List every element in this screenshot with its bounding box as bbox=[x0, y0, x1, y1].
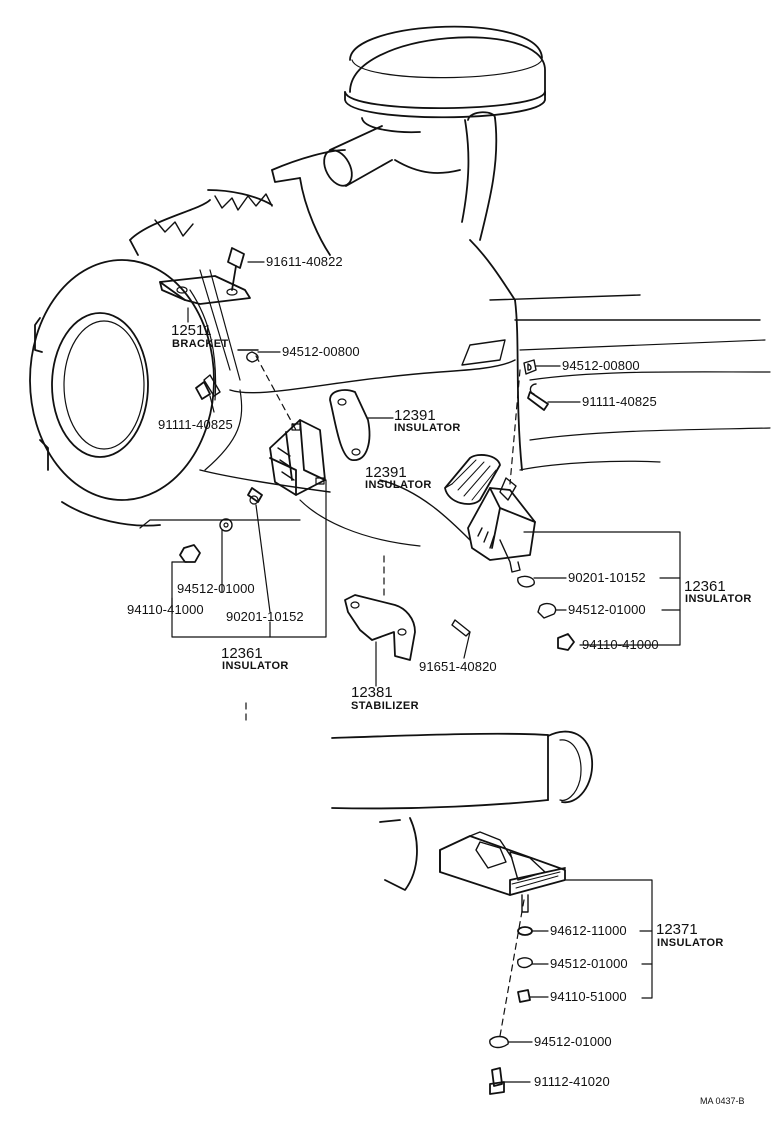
part-number-12361-right: 12361 bbox=[684, 578, 726, 595]
part-name-insulator-12391-lower: INSULATOR bbox=[365, 479, 432, 491]
leader-lines bbox=[171, 261, 681, 1083]
part-name-insulator-12391-upper: INSULATOR bbox=[394, 422, 461, 434]
transmission bbox=[331, 730, 593, 891]
part-name-insulator-12361-left: INSULATOR bbox=[222, 660, 289, 672]
part-number-12371: 12371 bbox=[656, 921, 698, 938]
insulator-12371-rear bbox=[439, 831, 566, 1095]
part-number-91112-41020: 91112-41020 bbox=[534, 1074, 610, 1089]
stabilizer-12381 bbox=[344, 594, 471, 661]
dashed-alignment-lines bbox=[245, 355, 525, 1037]
part-number-94110-51000: 94110-51000 bbox=[550, 989, 627, 1004]
insulator-12361-right bbox=[467, 359, 575, 651]
insulator-12391-upper bbox=[329, 389, 371, 461]
part-number-90201-10152-right: 90201-10152 bbox=[568, 570, 646, 585]
part-name-stabilizer: STABILIZER bbox=[351, 700, 419, 712]
part-number-94512-01000-rear: 94512-01000 bbox=[550, 956, 628, 971]
part-number-94110-41000-left: 94110-41000 bbox=[127, 602, 204, 617]
part-number-94110-41000-right: 94110-41000 bbox=[582, 637, 659, 652]
bolt-91111-40825-left bbox=[195, 349, 259, 400]
part-name-insulator-12361-right: INSULATOR bbox=[685, 593, 752, 605]
part-number-12391-lower: 12391 bbox=[365, 464, 407, 481]
part-number-94512-01000-bottom: 94512-01000 bbox=[534, 1034, 612, 1049]
part-name-insulator-12371: INSULATOR bbox=[657, 937, 724, 949]
drawing-code: MA 0437-B bbox=[700, 1096, 745, 1106]
part-number-91651-40820: 91651-40820 bbox=[419, 659, 497, 674]
part-number-94512-00800-right: 94512-00800 bbox=[562, 358, 640, 373]
part-name-bracket: BRACKET bbox=[172, 338, 229, 350]
part-number-94512-00800-left: 94512-00800 bbox=[282, 344, 360, 359]
part-number-91111-40825-left: 91111-40825 bbox=[158, 417, 233, 432]
engine-block bbox=[29, 25, 771, 547]
part-number-12361-left: 12361 bbox=[221, 645, 263, 662]
part-number-94612-11000: 94612-11000 bbox=[550, 923, 627, 938]
part-number-94512-01000-right: 94512-01000 bbox=[568, 602, 646, 617]
part-number-12391-upper: 12391 bbox=[394, 407, 436, 424]
part-number-94512-01000-left: 94512-01000 bbox=[177, 581, 255, 596]
bracket-12511 bbox=[159, 247, 251, 381]
insulator-12391-lower bbox=[444, 454, 501, 505]
part-number-91611-40822: 91611-40822 bbox=[266, 254, 343, 269]
insulator-12361-left bbox=[179, 419, 326, 563]
part-number-90201-10152-left: 90201-10152 bbox=[226, 609, 304, 624]
part-number-12381: 12381 bbox=[351, 684, 393, 701]
part-number-91111-40825-right: 91111-40825 bbox=[582, 394, 657, 409]
part-number-12511: 12511 bbox=[171, 322, 212, 339]
